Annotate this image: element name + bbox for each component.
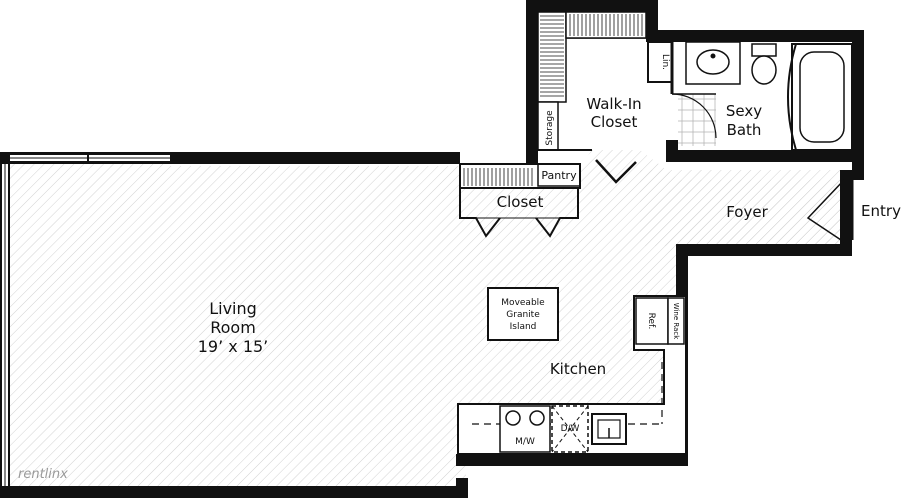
bath-fixtures: [685, 41, 853, 151]
toilet-tank: [751, 43, 777, 57]
foyer-floor: [640, 170, 848, 246]
exterior-walls: [0, 0, 864, 498]
watermark: rentlinx: [18, 467, 68, 482]
island-label-1: Moveable: [501, 298, 545, 308]
toilet-bowl: [751, 55, 777, 85]
bath-tile-floor: [678, 94, 716, 146]
walk-in-closet-label: Walk-In: [586, 95, 641, 113]
living-room-label-2: Room: [210, 318, 256, 337]
living-room-floor: [8, 160, 466, 488]
foyer-label: Foyer: [726, 203, 768, 221]
island-label-3: Island: [510, 322, 537, 332]
wine-rack-label: Wine Rack: [672, 303, 680, 341]
island: [487, 287, 559, 341]
pantry-label: Pantry: [541, 169, 577, 182]
microwave-label: M/W: [515, 437, 535, 447]
living-room-label: Living: [209, 299, 257, 318]
island-label-2: Granite: [506, 310, 540, 320]
bath-label: Sexy: [726, 102, 762, 120]
wine-rack: [667, 297, 685, 345]
kitchen-label: Kitchen: [550, 360, 606, 378]
kitchen-counters: [457, 287, 687, 455]
bath-label-2: Bath: [727, 121, 762, 139]
refrigerator-label: Ref.: [646, 313, 656, 330]
shelf-lines: [463, 14, 643, 186]
entry-label: Entry: [861, 202, 901, 220]
dishwasher-label: D/W: [561, 424, 580, 434]
closet-label: Closet: [497, 193, 544, 211]
linen-label: Lin.: [660, 54, 670, 70]
room-labels: Living Room 19’ x 15’ Walk-In Closet Sex…: [198, 54, 901, 447]
walk-in-closet-label-2: Closet: [591, 113, 638, 131]
storage-label: Storage: [545, 110, 555, 146]
living-room-dims: 19’ x 15’: [198, 337, 269, 356]
sink-bowl: [696, 49, 730, 75]
